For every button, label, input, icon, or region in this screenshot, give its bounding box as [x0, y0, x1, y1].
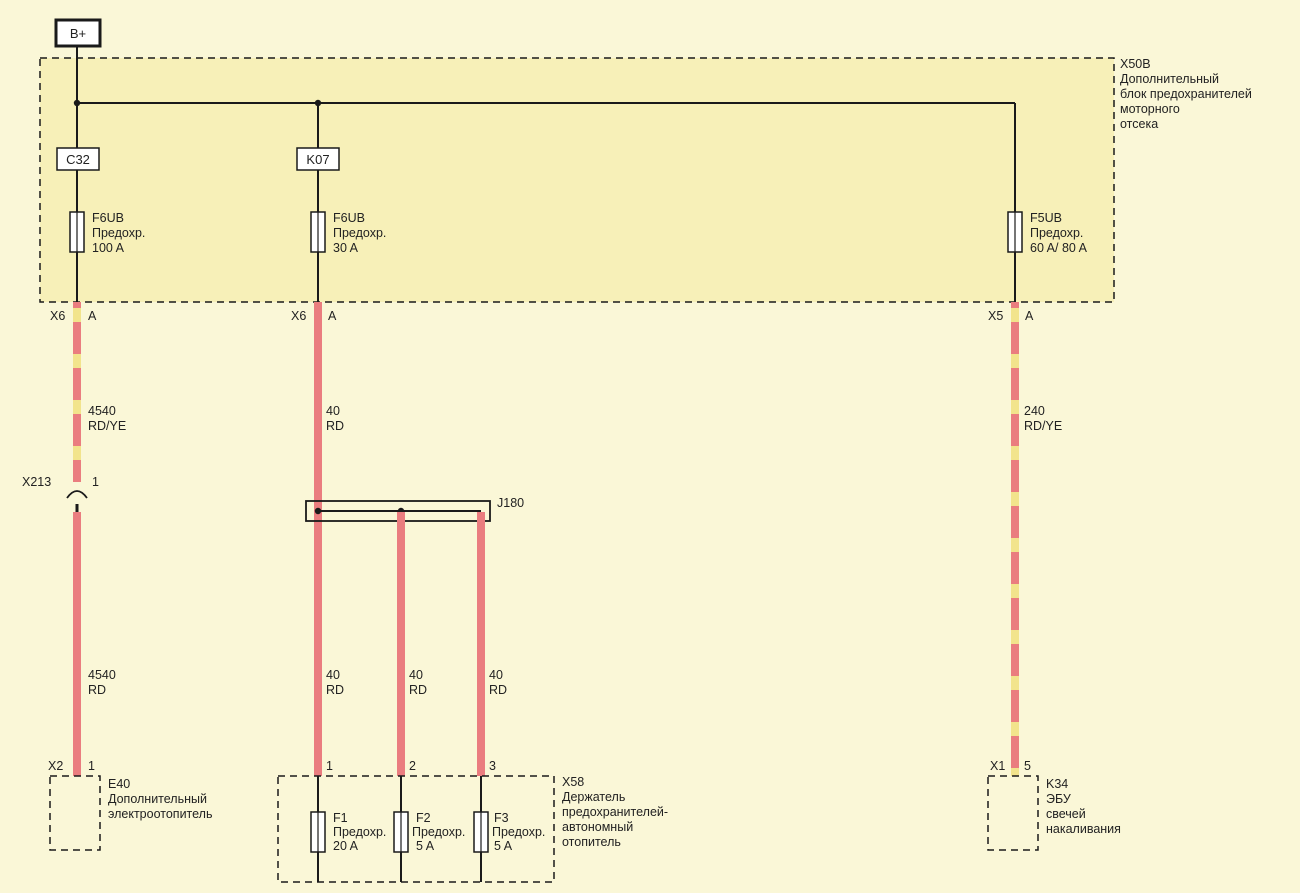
wire-240-rdye: [1011, 302, 1019, 776]
load-id: E40: [108, 777, 130, 791]
wire-color: RD: [326, 419, 344, 433]
wire-num: 240: [1024, 404, 1045, 418]
fuse-block-label: X50B Дополнительный блок предохранителей…: [1120, 57, 1252, 131]
load-pin: 1: [88, 759, 95, 773]
fuse-name: Предохр.: [333, 226, 386, 240]
terminal-pin: A: [328, 309, 337, 323]
pin-2: 2: [409, 759, 416, 773]
holder-desc-1: Держатель: [562, 790, 625, 804]
wire-lower-color: RD: [88, 683, 106, 697]
wire-40-rd-main: [314, 302, 322, 776]
sub-wire-2-num: 40: [409, 668, 423, 682]
fuse-block-desc-2: блок предохранителей: [1120, 87, 1252, 101]
load-conn: X1: [990, 759, 1005, 773]
fuse-f2-rating: 5 A: [416, 839, 435, 853]
branch-k07: K07 F6UB Предохр. 30 A X6 A 40 RD J180 4…: [291, 147, 524, 776]
wire-4540-rd: [73, 512, 81, 776]
fuse-code: F5UB: [1030, 211, 1062, 225]
pin-3: 3: [489, 759, 496, 773]
splice-pin: 1: [92, 475, 99, 489]
sub-wire-1-color: RD: [326, 683, 344, 697]
fuse-rating: 100 A: [92, 241, 125, 255]
wire-upper-color: RD/YE: [88, 419, 126, 433]
pin-1: 1: [326, 759, 333, 773]
wire-num: 40: [326, 404, 340, 418]
load-conn: X2: [48, 759, 63, 773]
terminal-pin: A: [1025, 309, 1034, 323]
fuse-holder-x58: F1 Предохр. 20 A F2 Предохр. 5 A F3 Пред…: [277, 775, 668, 883]
branch-f5ub: F5UB Предохр. 60 A/ 80 A X5 A 240 RD/YE …: [987, 211, 1121, 851]
load-desc-1: ЭБУ: [1046, 792, 1071, 806]
branch-c32: C32 F6UB Предохр. 100 A X6 A 4540 RD/YE …: [22, 147, 212, 851]
load-desc-3: накаливания: [1046, 822, 1121, 836]
fuse-f1-rating: 20 A: [333, 839, 359, 853]
fuse-f1-name: Предохр.: [333, 825, 386, 839]
wire-40-rd-3: [477, 512, 485, 776]
wire-color: RD/YE: [1024, 419, 1062, 433]
load-desc-2: электроотопитель: [108, 807, 212, 821]
fuse-code: F6UB: [92, 211, 124, 225]
fuse-f2-code: F2: [416, 811, 431, 825]
holder-desc-2: предохранителей-: [562, 805, 668, 819]
wire-4540-rdye: [73, 302, 81, 482]
fuse-block-x50b: [39, 57, 1115, 303]
holder-id: X58: [562, 775, 584, 789]
load-id: K34: [1046, 777, 1068, 791]
connector-c32-label: C32: [66, 152, 90, 167]
fuse-f2-name: Предохр.: [412, 825, 465, 839]
terminal-conn: X6: [50, 309, 65, 323]
load-desc-2: свечей: [1046, 807, 1086, 821]
fuse-code: F6UB: [333, 211, 365, 225]
holder-desc-3: автономный: [562, 820, 633, 834]
component-k34: [987, 775, 1039, 851]
fuse-block-id: X50B: [1120, 57, 1151, 71]
sub-wire-3-num: 40: [489, 668, 503, 682]
terminal-conn: X5: [988, 309, 1003, 323]
fuse-f3-rating: 5 A: [494, 839, 513, 853]
load-desc-1: Дополнительный: [108, 792, 207, 806]
wire-40-rd-2: [397, 512, 405, 776]
fuse-name: Предохр.: [92, 226, 145, 240]
fuse-block-desc-3: моторного: [1120, 102, 1180, 116]
inline-connector-symbol: [66, 490, 88, 499]
holder-desc-4: отопитель: [562, 835, 621, 849]
fuse-f1-code: F1: [333, 811, 348, 825]
wire-upper-num: 4540: [88, 404, 116, 418]
bus-lines: [73, 46, 1016, 212]
sub-wire-2-color: RD: [409, 683, 427, 697]
splice-conn: X213: [22, 475, 51, 489]
component-e40: [49, 775, 101, 851]
fuse-rating: 60 A/ 80 A: [1030, 241, 1088, 255]
fuse-block-desc-4: отсека: [1120, 117, 1158, 131]
terminal-pin: A: [88, 309, 97, 323]
fuse-rating: 30 A: [333, 241, 359, 255]
sub-wire-1-num: 40: [326, 668, 340, 682]
connector-k07-label: K07: [306, 152, 329, 167]
fuse-name: Предохр.: [1030, 226, 1083, 240]
fuse-f3-name: Предохр.: [492, 825, 545, 839]
power-source: B+: [54, 18, 102, 48]
splice-id: J180: [497, 496, 524, 510]
load-pin: 5: [1024, 759, 1031, 773]
fuse-f3-code: F3: [494, 811, 509, 825]
terminal-conn: X6: [291, 309, 306, 323]
sub-wire-3-color: RD: [489, 683, 507, 697]
wire-lower-num: 4540: [88, 668, 116, 682]
power-label: B+: [70, 26, 86, 41]
fuse-block-desc-1: Дополнительный: [1120, 72, 1219, 86]
